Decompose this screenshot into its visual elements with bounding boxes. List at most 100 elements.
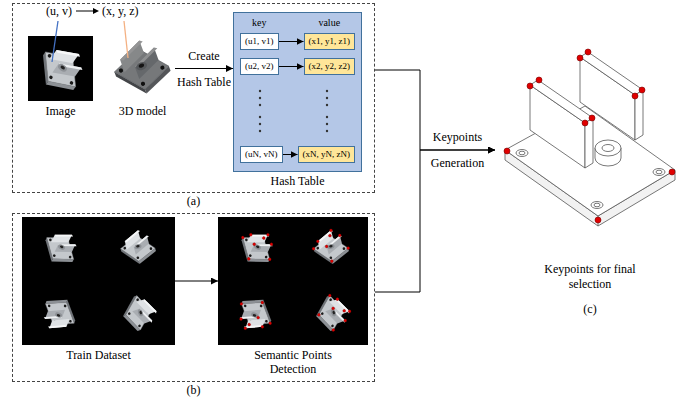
detection-images (308, 226, 352, 269)
cad-drawing (595, 217, 601, 223)
detection-images (218, 217, 368, 345)
cad-drawing (519, 151, 525, 155)
key-cell: (uN, vN) (240, 146, 283, 163)
cell-text: (u2, v2) (245, 59, 274, 74)
cad-drawing (585, 49, 591, 55)
image-caption: Image (26, 104, 96, 118)
cad-drawing (527, 83, 533, 89)
detection-images (233, 224, 281, 271)
input-image (30, 37, 92, 99)
connector-arrow (279, 41, 304, 42)
value-cell: (xN, yN, zN) (298, 146, 356, 163)
cell-text: (xN, yN, zN) (303, 147, 351, 162)
leader-line (52, 21, 128, 62)
detection-images (232, 293, 278, 338)
cad-drawing (536, 77, 542, 83)
panel-box: Train DatasetSemantic Points Detection(b… (12, 213, 375, 382)
input-image (28, 36, 93, 101)
connector-arrow (175, 281, 218, 282)
cad-drawing (577, 55, 583, 61)
coordinate-label: (x, y, z) (102, 4, 139, 18)
cad-drawing (656, 170, 662, 174)
ellipsis-dots (259, 123, 261, 125)
train-images (38, 293, 81, 336)
key-cell: (u2, v2) (240, 58, 279, 75)
detection-images (311, 289, 356, 335)
panel-label: (c) (528, 302, 652, 317)
cad-drawing (639, 87, 645, 93)
ellipsis-dots (326, 130, 328, 132)
cad-drawing (582, 120, 588, 126)
cad-drawing (589, 115, 595, 121)
train-images (118, 291, 161, 334)
ellipsis-dots (259, 97, 261, 99)
edge-label: Create Hash Table (174, 43, 234, 95)
ellipsis-dots (326, 123, 328, 125)
train-images (117, 227, 158, 268)
keypoint-figure: Keypoints for final selection (c) (495, 40, 685, 320)
figure-caption: Keypoints for final selection (528, 262, 652, 292)
cad-drawing (602, 145, 614, 152)
mapping-arrow (76, 8, 99, 14)
edge-label: Keypoints Generation (422, 124, 494, 176)
connector-arrow (279, 66, 304, 67)
leader-line (52, 21, 58, 62)
cad-drawing (516, 150, 528, 157)
coordinate-label: (u, v) (46, 4, 72, 18)
ellipsis-dots (326, 90, 328, 92)
connector-arrow (283, 154, 298, 155)
column-header: key (252, 16, 266, 30)
ellipsis-dots (259, 90, 261, 92)
cad-drawing (504, 49, 675, 223)
column-header: value (318, 16, 340, 30)
cad-drawing (530, 80, 593, 123)
cell-text: (u1, v1) (245, 34, 274, 49)
mapping-arrow (76, 11, 94, 12)
panel-label: (a) (187, 194, 200, 208)
cell-text: (x2, y2, z2) (309, 59, 351, 74)
image-panel: Train Dataset (22, 217, 175, 345)
cad-drawing (632, 93, 638, 99)
train-images (22, 217, 175, 345)
hash-table-fill (233, 12, 362, 172)
image-panel: 3D model (110, 36, 175, 101)
cad-drawing (595, 140, 621, 156)
ellipsis-dots (259, 90, 328, 132)
cad-drawing (653, 169, 665, 176)
cell-text: (x1, y1, z1) (309, 34, 351, 49)
key-cell: (u1, v1) (240, 33, 279, 50)
image-panel: Image (28, 36, 93, 101)
ellipsis-dots (259, 104, 261, 106)
model-render (107, 34, 175, 101)
input-image (28, 36, 93, 101)
image-caption: Train Dataset (39, 348, 159, 362)
ellipsis-dots (326, 116, 328, 118)
cad-drawing (580, 52, 643, 95)
cad-drawing (591, 202, 603, 209)
mapping-arrow (93, 8, 99, 14)
connector-arrow (175, 68, 233, 69)
cad-drawing (594, 203, 600, 207)
cad-drawing (504, 49, 675, 226)
model-render (107, 34, 175, 101)
image-panel: Semantic Points Detection (218, 217, 368, 345)
value-cell: (x2, y2, z2) (304, 58, 356, 75)
detection-images (218, 217, 368, 345)
ellipsis-dots (326, 104, 328, 106)
cad-drawing (504, 148, 510, 154)
leader-line (124, 21, 128, 58)
train-images (38, 226, 82, 270)
connector-arrow (375, 150, 495, 292)
image-caption: 3D model (108, 104, 178, 118)
panel-box: Image 3D model (u1, v1) (x1, y1, z1) (u2, v2… (12, 3, 375, 193)
image-caption: Semantic Points Detection (243, 348, 343, 376)
cad-drawing (669, 169, 675, 175)
hash-table: (u1, v1) (x1, y1, z1) (u2, v2) (x2, y2, z2)… (233, 12, 362, 172)
panel-label: (b) (187, 383, 201, 397)
value-cell: (x1, y1, z1) (304, 33, 356, 50)
ellipsis-dots (259, 116, 261, 118)
train-images (22, 217, 175, 345)
table-caption: Hash Table (271, 174, 325, 188)
ellipsis-dots (326, 97, 328, 99)
